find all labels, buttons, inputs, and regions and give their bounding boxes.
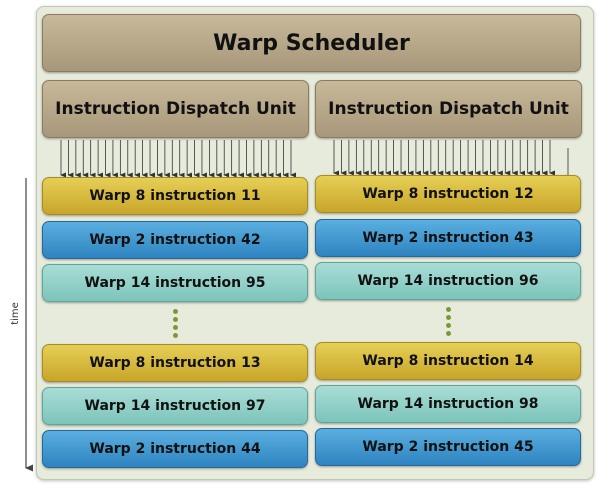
warp-label: Warp 14 instruction 95: [84, 275, 266, 291]
warp-label: Warp 2 instruction 42: [89, 232, 261, 248]
warp-label: Warp 2 instruction 45: [362, 439, 534, 455]
warp-box-left-1: Warp 8 instruction 11: [42, 177, 308, 215]
warp-box-left-5: Warp 14 instruction 97: [42, 387, 308, 425]
warp-box-right-1: Warp 8 instruction 12: [315, 175, 581, 213]
warp-label: Warp 14 instruction 96: [357, 273, 539, 289]
warp-label: Warp 8 instruction 11: [89, 188, 261, 204]
warp-label: Warp 14 instruction 97: [84, 398, 266, 414]
warp-scheduler-label: Warp Scheduler: [213, 30, 410, 56]
warp-box-left-4: Warp 8 instruction 13: [42, 344, 308, 382]
warp-box-right-5: Warp 14 instruction 98: [315, 385, 581, 423]
dispatch-unit-right-label: Instruction Dispatch Unit: [328, 99, 569, 119]
warp-label: Warp 8 instruction 13: [89, 355, 261, 371]
warp-box-right-2: Warp 2 instruction 43: [315, 219, 581, 257]
warp-box-right-3: Warp 14 instruction 96: [315, 262, 581, 300]
warp-label: Warp 8 instruction 12: [362, 186, 534, 202]
ellipsis-dots-left: [173, 309, 179, 341]
warp-scheduler-box: Warp Scheduler: [42, 14, 581, 72]
dispatch-arrows-left: [60, 140, 296, 178]
dispatch-unit-right: Instruction Dispatch Unit: [315, 80, 582, 138]
warp-box-right-4: Warp 8 instruction 14: [315, 342, 581, 380]
warp-label: Warp 2 instruction 43: [362, 230, 534, 246]
warp-box-left-3: Warp 14 instruction 95: [42, 264, 308, 302]
ellipsis-dots-right: [446, 307, 452, 339]
dispatch-unit-left-label: Instruction Dispatch Unit: [55, 99, 296, 119]
dispatch-arrows-right: [333, 140, 573, 189]
time-axis-label: time: [9, 302, 21, 325]
warp-label: Warp 14 instruction 98: [357, 396, 539, 412]
warp-label: Warp 2 instruction 44: [89, 441, 261, 457]
warp-label: Warp 8 instruction 14: [362, 353, 534, 369]
dispatch-unit-left: Instruction Dispatch Unit: [42, 80, 309, 138]
warp-box-left-2: Warp 2 instruction 42: [42, 221, 308, 259]
warp-box-left-6: Warp 2 instruction 44: [42, 430, 308, 468]
warp-box-right-6: Warp 2 instruction 45: [315, 428, 581, 466]
